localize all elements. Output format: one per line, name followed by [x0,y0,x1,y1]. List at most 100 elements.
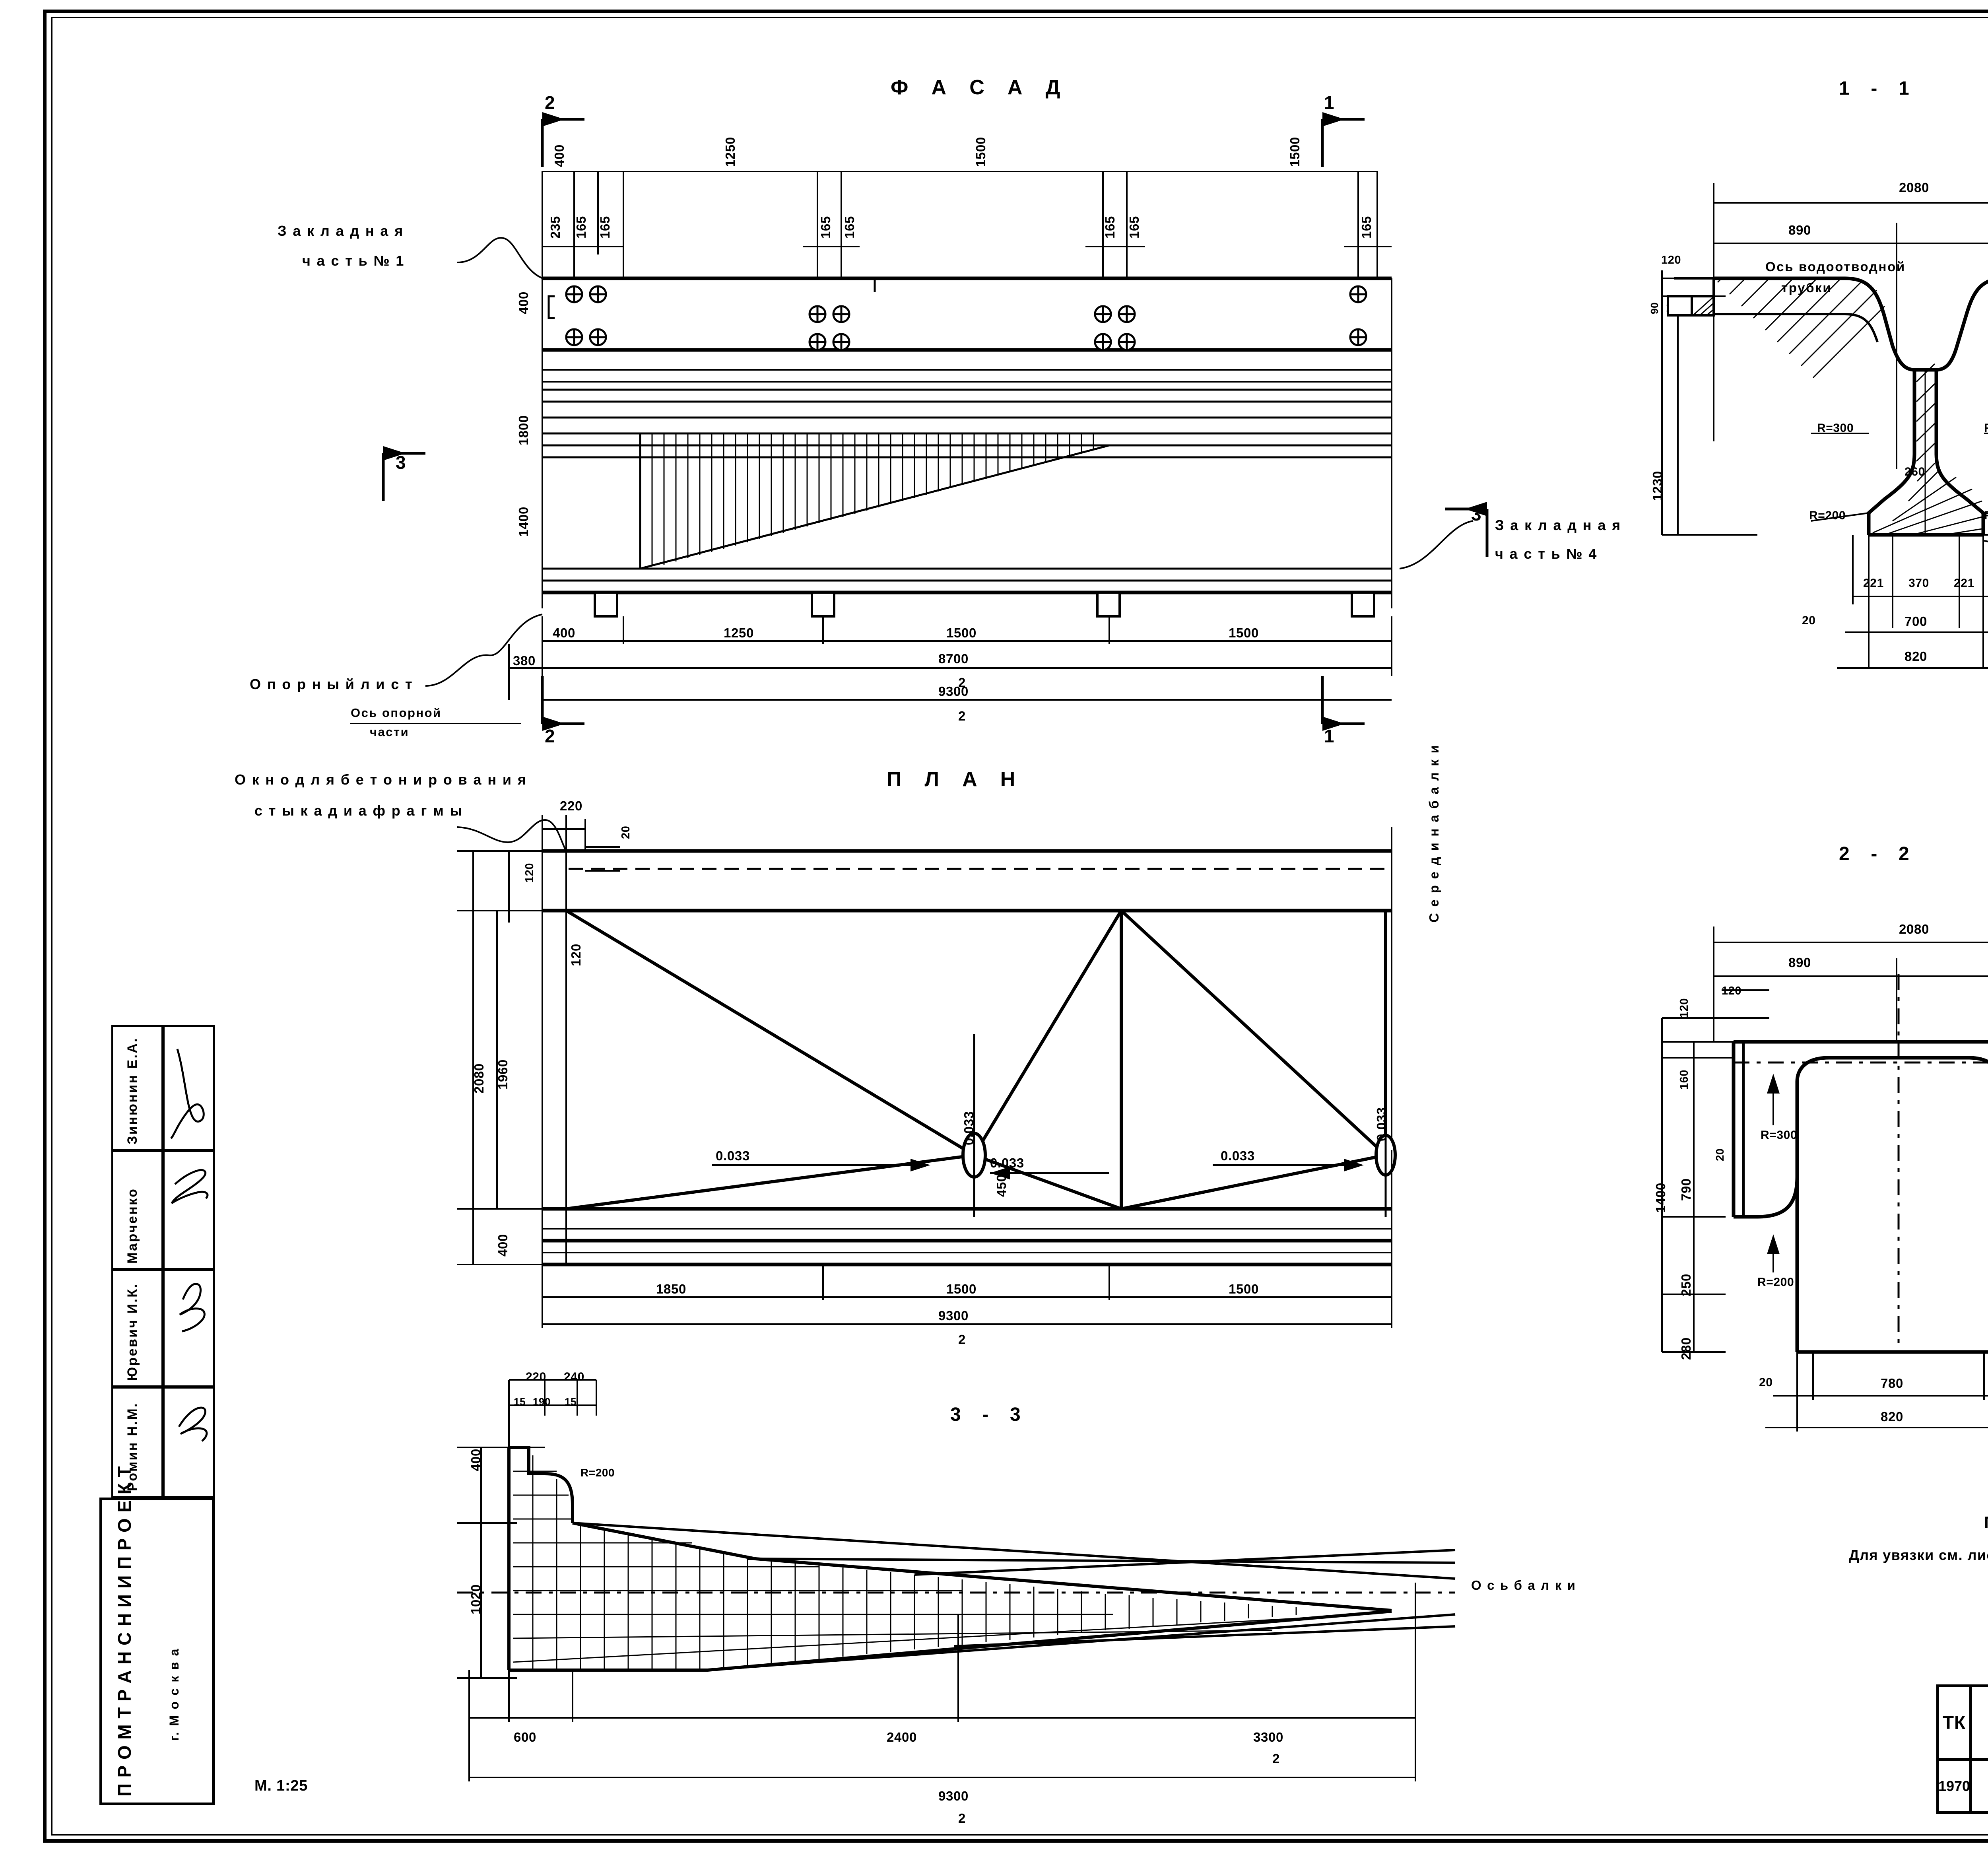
facade-section-mark-1-bottom: 1 [1324,726,1336,746]
sec11-radius-right-300: R=300 [1984,422,1988,434]
facade-section-mark-3-right: 3 [1471,504,1483,524]
sec33-title: 3 - 3 [950,1404,1029,1425]
sec33-total-9300: 9300 [938,1789,969,1803]
drawing-frame-outer [43,10,1988,1843]
sec22-title: 2 - 2 [1839,843,1917,864]
sec11-dim-120: 120 [1661,254,1681,266]
facade-dim-380: 380 [513,653,536,668]
facade-callout-embed4-line2: ч а с т ь № 4 [1495,546,1598,562]
sec11-bottom-dim-221a: 221 [1863,577,1884,590]
sec33-dim-2400: 2400 [887,1730,917,1744]
facade-callout-embed1-line2: ч а с т ь № 1 [302,253,405,269]
title-block-vline-1 [1969,1687,1972,1811]
title-block-desc-line2: железобетона ℓn=9.3 м под нагрузку чугун… [1972,1725,1988,1745]
plan-slope-mid-0033: 0.033 [990,1156,1024,1170]
sec11-web-260: 260 [1905,465,1925,478]
stamp-row-4-name [111,1387,163,1498]
sec11-radius-left-300: R=300 [1817,422,1854,435]
sec11-title: 1 - 1 [1839,78,1917,99]
facade-callout-bearing-plate: О п о р н ы й л и с т [250,676,414,692]
facade-callout-bearing-axis-line2: части [370,725,410,739]
facade-bottom-dim-1250: 1250 [724,625,754,640]
facade-section-mark-2-top: 2 [545,92,556,113]
facade-callout-embed4-line1: З а к л а д н а я [1495,517,1622,533]
facade-callout-bearing-axis-line1: Ось опорной [351,706,442,720]
sec22-bottom-dim-780: 780 [1881,1376,1904,1391]
sec33-dim-240: 240 [564,1370,584,1383]
facade-section-mark-2-bottom: 2 [545,726,556,746]
facade-section-mark-1-top: 1 [1324,92,1336,113]
plan-slope-right-0033: 0.033 [1221,1148,1255,1163]
sec11-dim-1190: 1190 [1987,223,1988,237]
facade-dim-9300-denom: 2 [958,709,966,723]
title-block-sheet-title: О п а л у б о ч н ы й ч е р т е ж б а л … [1972,1761,1988,1811]
sec33-radius: R=200 [580,1467,615,1479]
stamp-row-2-sign [163,1150,215,1270]
facade-title: Ф А С А Д [891,76,1069,99]
sec33-dim-600: 600 [514,1730,537,1744]
sec11-bottom-dim-221b: 221 [1954,577,1974,590]
sec33-dim-3300-denom: 2 [1272,1751,1280,1766]
note-title: П р и м е ч а н и е . [1984,1513,1988,1532]
sec22-dim-1190: 1190 [1987,956,1988,969]
sec22-radius-200: R=200 [1757,1276,1794,1289]
stamp-row-4-sign [163,1387,215,1498]
stamp-row-3-name [111,1270,163,1387]
stamp-signatures [170,1049,209,1442]
facade-callout-embed1-line1: З а к л а д н а я [278,223,404,239]
facade-dim-8700: 8700 [938,651,969,666]
plan-bottom-dim-1500a: 1500 [946,1282,977,1296]
sec11-bottom-dim-820: 820 [1905,649,1928,664]
stamp-org-cell [99,1498,215,1805]
sec22-dim-890: 890 [1788,955,1811,970]
sec11-callout-pipe-line1: Ось водоотводной [1765,259,1906,274]
facade-bottom-dim-400: 400 [553,625,576,640]
sec11-radius-right-200: R=200 [1984,510,1988,522]
plan-callout-window-line1: О к н о д л я б е т о н и р о в а н и я [235,771,527,788]
plan-dim-220: 220 [560,798,583,813]
sec11-radius-left-200: R=200 [1809,509,1846,522]
sec33-axis-label: О с ь б а л к и [1471,1578,1576,1593]
sec11-dim-890: 890 [1788,223,1811,237]
sec11-dim-2080: 2080 [1899,180,1930,195]
plan-bottom-dim-1850: 1850 [656,1282,687,1296]
title-block-hline-1 [1939,1758,1988,1761]
facade-section-mark-3-left: 3 [396,452,407,473]
sec33-dim-220: 220 [526,1370,546,1383]
facade-dim-line-top [542,171,1377,172]
drawing-frame-inner [51,17,1988,1836]
stamp-row-3-sign [163,1270,215,1387]
sec22-radius-300-left: R=300 [1761,1129,1798,1142]
facade-dim-8700-denom: 2 [958,675,966,690]
facade-bottom-dim-1500a: 1500 [946,625,977,640]
stamp-row-2-name [111,1150,163,1270]
note-body: Для увязки см. листы № № 15, 17 и 78 [1849,1547,1988,1563]
facade-bearing-axis-underline [350,723,521,724]
title-block-desc-line1: Пролетное строение из предварительно нап… [1972,1698,1988,1718]
plan-slope-left-0033: 0.033 [716,1148,750,1163]
stamp-row-1-name [111,1025,163,1150]
title-block-code: ТК [1942,1712,1966,1733]
plan-callout-window-line2: с т ы к а д и а ф р а г м ы [254,802,464,819]
plan-bottom-dim-1500b: 1500 [1229,1282,1259,1296]
plan-total-denom: 2 [958,1332,966,1347]
sec22-bottom-dim-820: 820 [1881,1409,1904,1424]
sec11-bottom-dim-20: 20 [1802,614,1816,627]
approval-stamp: Зинюнин Е.А. Марченко Юревич И.К. Ромин … [99,1025,223,1805]
sec11-bottom-dim-370: 370 [1908,577,1929,590]
facade-dim-9300: 9300 [938,684,969,699]
sec11-bottom-dim-700: 700 [1905,614,1928,629]
sec33-dim-3300: 3300 [1253,1730,1284,1744]
sec33-total-denom: 2 [958,1811,966,1826]
stamp-row-1-sign [163,1025,215,1150]
title-block-year: 1970 [1938,1777,1971,1794]
plan-title: П Л А Н [887,768,1024,791]
